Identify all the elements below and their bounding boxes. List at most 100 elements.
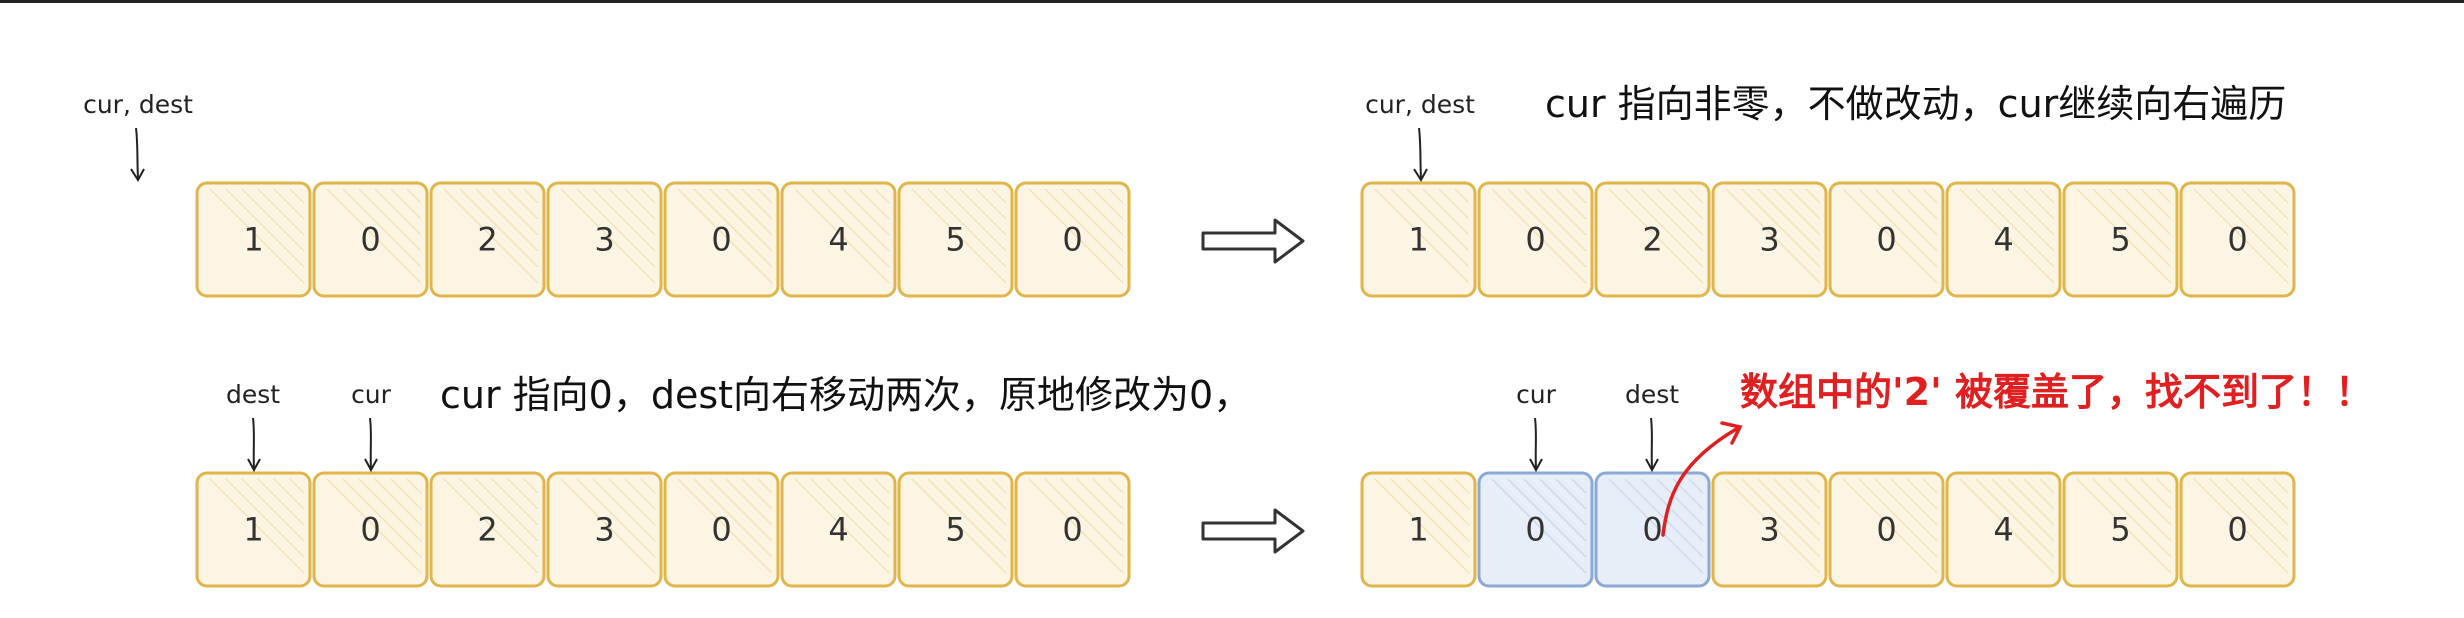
pointers-row-1: cur, dest <box>83 90 193 182</box>
cell-hatch <box>2257 478 2289 510</box>
pointer-arrow <box>1650 417 1653 469</box>
pointer-label-dest: dest <box>226 380 280 409</box>
cell-hatch <box>2225 478 2289 542</box>
array-cell: 4 <box>1945 181 2062 298</box>
cell-hatch <box>1959 188 2055 284</box>
cell-hatch <box>1640 478 1704 542</box>
cell-hatch <box>741 478 773 510</box>
note-row-3: cur 指向0，dest向右移动两次，原地修改为0， <box>440 373 1251 417</box>
cell-box <box>1945 181 2062 298</box>
cell-hatch <box>677 478 773 574</box>
array-cell: 4 <box>1945 471 2062 588</box>
pointer-arrowhead <box>1529 458 1543 473</box>
cell-hatch <box>757 478 773 494</box>
cell-value: 0 <box>360 221 380 259</box>
cell-hatch <box>1922 188 1938 204</box>
cell-hatch <box>2108 478 2172 542</box>
cell-hatch <box>576 478 656 558</box>
pointer-arrow <box>1418 127 1422 179</box>
cell-hatch <box>2156 478 2172 494</box>
cell-hatch <box>1523 188 1587 252</box>
cell-hatch <box>2007 188 2055 236</box>
cell-value: 4 <box>1993 221 2013 259</box>
array-cell: 4 <box>780 181 897 298</box>
cell-hatch <box>794 188 890 284</box>
cell-box <box>1711 181 1828 298</box>
cell-box <box>1594 471 1711 588</box>
cell-value: 0 <box>1525 511 1545 549</box>
cell-hatch <box>1076 478 1124 526</box>
cell-hatch <box>2108 188 2172 252</box>
cell-hatch <box>592 478 656 542</box>
cell-box <box>1594 181 1711 298</box>
cell-hatch <box>1555 188 1587 220</box>
cell-hatch <box>1491 478 1587 574</box>
cell-hatch <box>858 188 890 220</box>
cell-hatch <box>991 478 1007 494</box>
cell-hatch <box>1805 188 1821 204</box>
cell-box <box>546 181 663 298</box>
cell-hatch <box>693 188 773 268</box>
cell-hatch <box>624 188 656 220</box>
cell-value: 4 <box>828 221 848 259</box>
pointers-row-2: cur, dest <box>1365 90 1475 182</box>
cell-hatch <box>1789 478 1821 510</box>
cell-hatch <box>459 478 539 558</box>
pointer-label-cur: cur <box>351 380 392 409</box>
cell-hatch <box>1571 478 1587 494</box>
cell-hatch <box>810 478 890 558</box>
cell-hatch <box>959 188 1007 236</box>
cell-value: 0 <box>1062 511 1082 549</box>
array-cell: 0 <box>2179 471 2296 588</box>
cell-value: 3 <box>1759 221 1779 259</box>
cell-hatch <box>1858 188 1938 268</box>
cell-box <box>2179 471 2296 588</box>
cell-box <box>2062 471 2179 588</box>
cell-hatch <box>1640 188 1704 252</box>
cell-box <box>1477 471 1594 588</box>
cell-box <box>663 471 780 588</box>
pointer-label-cur-dest: cur, dest <box>83 90 193 119</box>
cell-hatch <box>209 188 305 284</box>
cell-hatch <box>1571 188 1587 204</box>
cell-hatch <box>241 478 305 542</box>
cell-hatch <box>1406 188 1470 252</box>
cell-hatch <box>677 188 773 284</box>
cell-value: 4 <box>1993 511 2013 549</box>
cell-hatch <box>1773 478 1821 526</box>
cell-box <box>2179 181 2296 298</box>
cell-hatch <box>826 188 890 252</box>
cell-hatch <box>1454 188 1470 204</box>
cell-hatch <box>358 188 422 252</box>
cell-hatch <box>794 478 890 574</box>
cell-hatch <box>1842 188 1938 284</box>
cell-hatch <box>1539 478 1587 526</box>
array-cell: 0 <box>1477 181 1594 298</box>
cell-hatch <box>576 188 656 268</box>
note-row-2: cur 指向非零，不做改动，cur继续向右遍历 <box>1545 82 2286 126</box>
cell-hatch <box>289 188 305 204</box>
cell-value: 0 <box>1876 221 1896 259</box>
cell-hatch <box>1741 478 1821 558</box>
cell-value: 0 <box>1525 221 1545 259</box>
array-cell: 1 <box>195 471 312 588</box>
cell-hatch <box>725 478 773 526</box>
array-cell: 0 <box>1014 181 1131 298</box>
cell-value: 0 <box>1062 221 1082 259</box>
cell-hatch <box>1454 478 1470 494</box>
cell-value: 3 <box>594 221 614 259</box>
cell-hatch <box>709 478 773 542</box>
array-cell: 0 <box>312 181 429 298</box>
cell-hatch <box>858 478 890 510</box>
cell-hatch <box>225 188 305 268</box>
pointers-row-3: dest cur <box>226 380 392 473</box>
cell-box <box>195 471 312 588</box>
cell-hatch <box>241 188 305 252</box>
cell-box <box>312 181 429 298</box>
cell-hatch <box>1672 188 1704 220</box>
cell-hatch <box>2039 188 2055 204</box>
cell-hatch <box>975 188 1007 220</box>
